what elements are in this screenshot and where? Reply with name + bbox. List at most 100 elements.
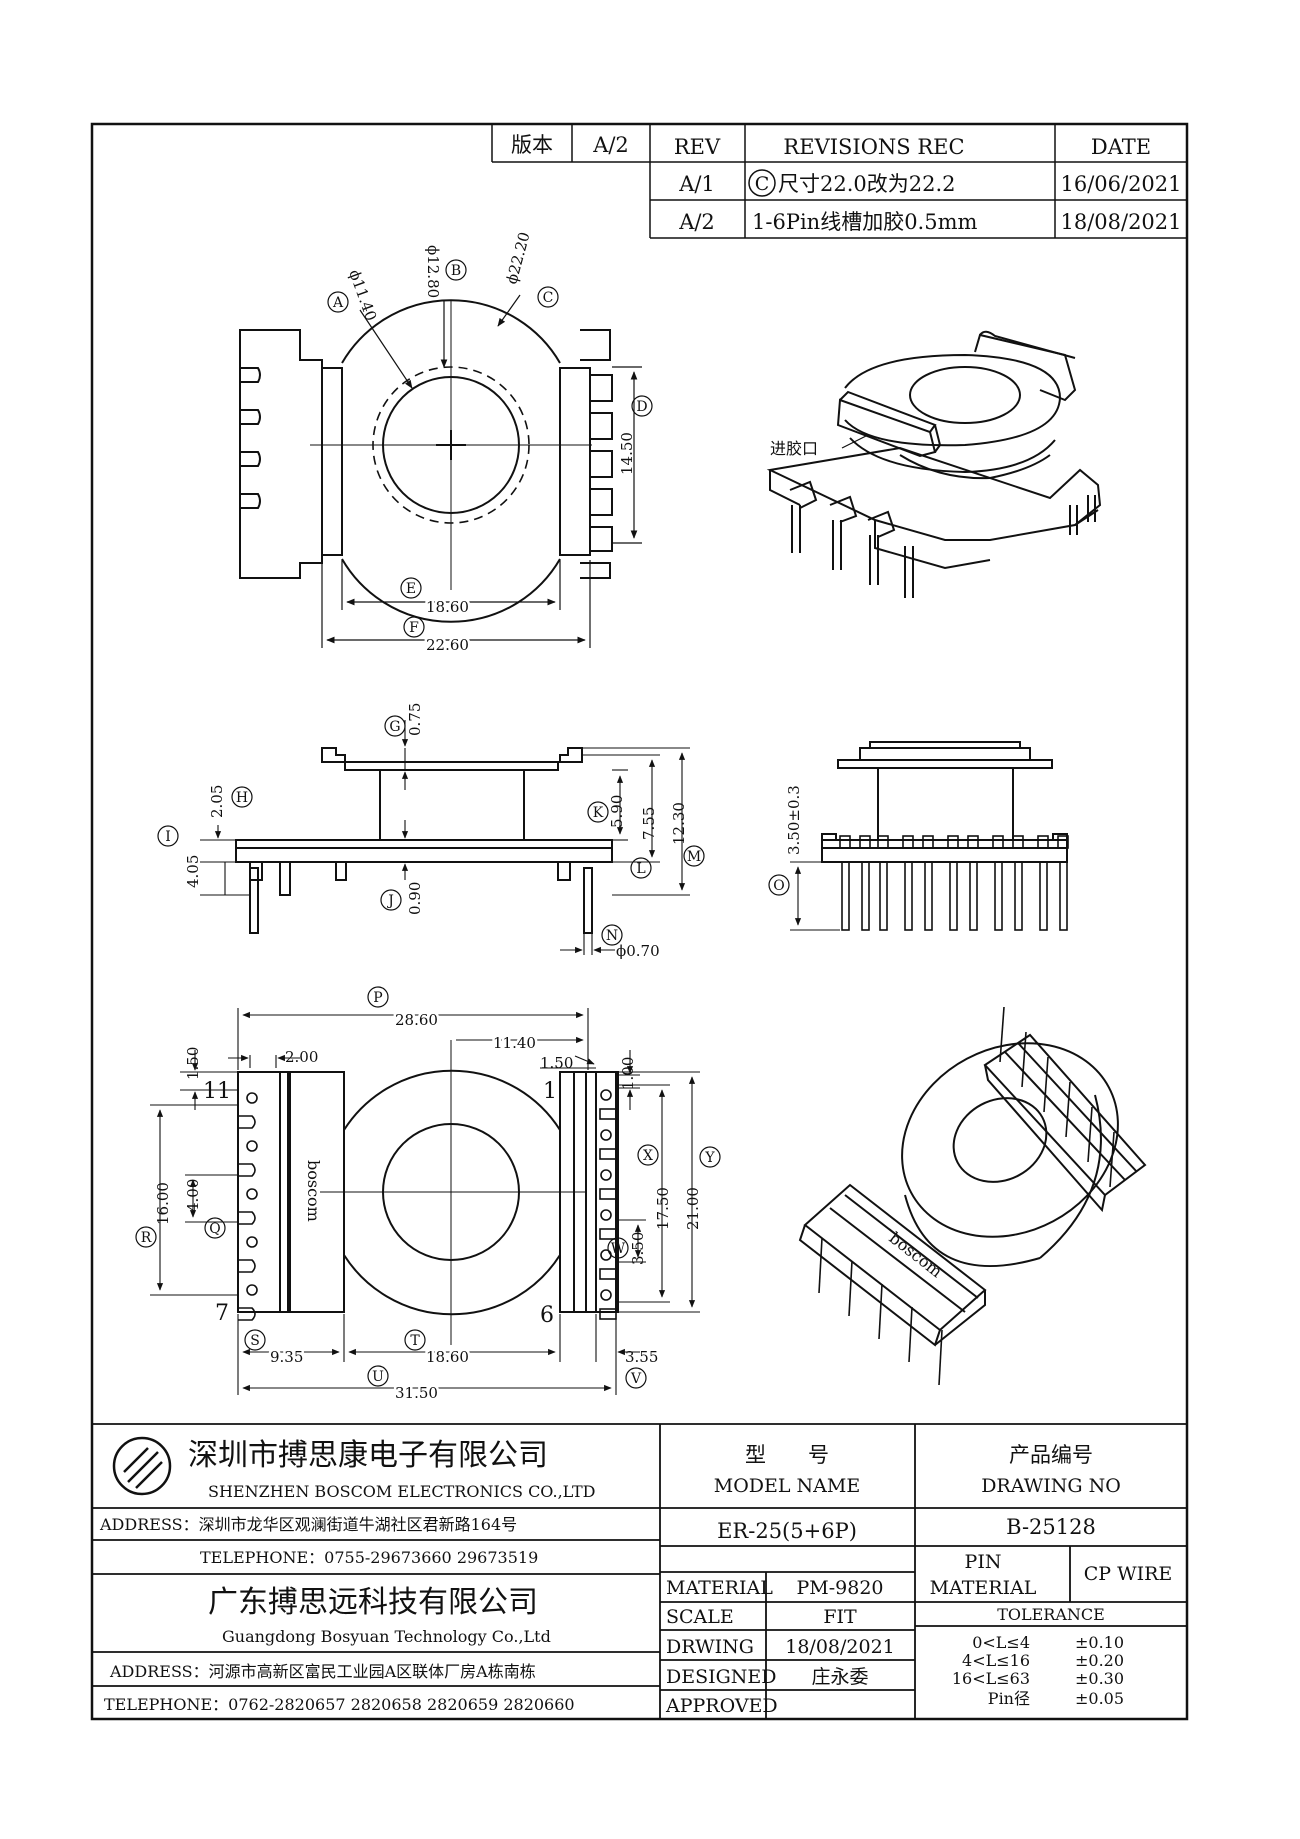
bottom-right-pin <box>600 1209 612 1221</box>
version-label: 版本 <box>511 133 553 157</box>
approved-label: APPROVED <box>665 1695 778 1717</box>
front-pin <box>861 861 870 931</box>
iso-front-pin <box>908 1306 913 1363</box>
svg-text:J: J <box>386 893 394 909</box>
rev-row-1-desc: 尺寸22.0改为22.2 <box>778 172 956 196</box>
iso-front-pin <box>818 1237 823 1294</box>
svg-text:V: V <box>630 1371 642 1387</box>
dim-t-18-60: 18.60 <box>426 1348 469 1366</box>
front-pin <box>1039 861 1048 931</box>
bottom-left-pin <box>246 1140 258 1152</box>
telephone1: TELEPHONE：0755-29673660 29673519 <box>200 1548 538 1567</box>
front-pin <box>924 861 933 931</box>
front-pin <box>969 861 978 931</box>
svg-text:P: P <box>373 990 382 1006</box>
material-label: MATERIAL <box>666 1577 773 1599</box>
bottom-right-slot <box>599 1188 617 1200</box>
dim-1-50-right: 1.50 <box>540 1054 573 1072</box>
iso-back-pin <box>1043 1056 1049 1113</box>
inlet-callout: 进胶口 <box>770 439 818 458</box>
bottom-right-slot <box>599 1308 617 1320</box>
bottom-left-slot <box>238 1115 256 1129</box>
iso-back-pin <box>999 1006 1005 1063</box>
dim-j: 0.90 <box>406 882 424 915</box>
designed-value: 庄永委 <box>811 1666 868 1688</box>
dim-i: 4.05 <box>184 855 202 888</box>
date-header: DATE <box>1091 135 1151 159</box>
svg-text:X: X <box>643 1148 653 1164</box>
bottom-view-centerlines <box>320 1040 585 1345</box>
iso-back-pin <box>1087 1106 1093 1163</box>
front-pin-cap <box>967 835 979 849</box>
model-en: MODEL NAME <box>714 1475 860 1497</box>
dim-x-17-50: 17.50 <box>654 1187 672 1230</box>
bottom-right-slot <box>599 1108 617 1120</box>
inlet-leader <box>841 434 869 449</box>
bottom-left-pin <box>246 1188 258 1200</box>
tol-value-1: ±0.10 <box>1075 1633 1124 1652</box>
front-view-dims <box>790 861 840 931</box>
letter-o-circle <box>768 874 790 896</box>
model-cn: 型 号 <box>745 1443 829 1467</box>
dim-k: 5.90 <box>608 795 626 828</box>
dim-n: ϕ0.70 <box>616 942 660 960</box>
dim-v-3-55: 3.55 <box>625 1348 658 1366</box>
tolerance-label: TOLERANCE <box>997 1605 1105 1624</box>
pin-number-7: 7 <box>215 1301 229 1326</box>
scale-value: FIT <box>823 1606 857 1628</box>
rev-row-2-date: 18/08/2021 <box>1060 210 1181 234</box>
letter-o: O <box>773 878 784 894</box>
iso-back-pin <box>1065 1081 1071 1138</box>
side-view-dims <box>200 720 690 955</box>
svg-text:A: A <box>332 295 344 311</box>
front-pin-cap <box>1012 835 1024 849</box>
front-pin <box>879 861 888 931</box>
telephone2: TELEPHONE：0762-2820657 2820658 2820659 2… <box>104 1695 575 1714</box>
tol-value-4: ±0.05 <box>1075 1689 1124 1708</box>
pin-number-11: 11 <box>203 1079 231 1104</box>
bottom-left-pin <box>246 1236 258 1248</box>
dim-r-16-00: 16.00 <box>154 1182 172 1225</box>
bottom-left-slot <box>238 1163 256 1177</box>
drawing-value: B-25128 <box>1006 1515 1096 1539</box>
front-pin-cap <box>1037 835 1049 849</box>
bottom-right-pin <box>600 1249 612 1261</box>
tol-range-1: 0<L≤4 <box>972 1633 1030 1652</box>
dim-l: 7.55 <box>640 807 658 840</box>
dim-2-00: 2.00 <box>285 1048 318 1066</box>
svg-text:H: H <box>236 790 248 806</box>
bottom-view-letters: P Q R S T U V W X Y <box>135 986 721 1389</box>
company2-en: Guangdong Bosyuan Technology Co.,Ltd <box>222 1627 551 1646</box>
iso-view-top <box>766 330 1102 598</box>
dim-o: 3.50±0.3 <box>785 785 803 855</box>
front-pin <box>949 861 958 931</box>
pin-label: PIN <box>965 1551 1002 1573</box>
bottom-view-dims <box>150 1008 700 1395</box>
dim-y-21-00: 21.00 <box>684 1187 702 1230</box>
dim-11-40: 11.40 <box>493 1034 536 1052</box>
company1-en: SHENZHEN BOSCOM ELECTRONICS CO.,LTD <box>208 1482 595 1501</box>
svg-text:D: D <box>636 399 647 415</box>
svg-text:N: N <box>606 928 618 944</box>
svg-text:U: U <box>372 1369 384 1385</box>
front-pin-cap <box>1057 835 1069 849</box>
title-block <box>92 1423 1187 1719</box>
dim-g: 0.75 <box>406 703 424 736</box>
bottom-right-pin <box>600 1289 612 1301</box>
revision-table <box>491 124 1187 239</box>
front-pin-cap <box>922 835 934 849</box>
material-value: PM-9820 <box>796 1577 883 1599</box>
front-view-pins <box>839 835 1069 931</box>
front-pin-cap <box>839 835 851 849</box>
svg-text:T: T <box>410 1333 420 1349</box>
dim-dia-a: ϕ11.40 <box>345 267 380 323</box>
front-pin <box>1014 861 1023 931</box>
pin-number-1: 1 <box>543 1079 557 1104</box>
front-pin-cap <box>902 835 914 849</box>
rev-header: REV <box>674 135 721 159</box>
front-pin-cap <box>992 835 1004 849</box>
front-pin <box>841 861 850 931</box>
tol-value-2: ±0.20 <box>1075 1651 1124 1670</box>
bottom-right-pin <box>600 1129 612 1141</box>
bottom-left-slot <box>238 1307 256 1321</box>
